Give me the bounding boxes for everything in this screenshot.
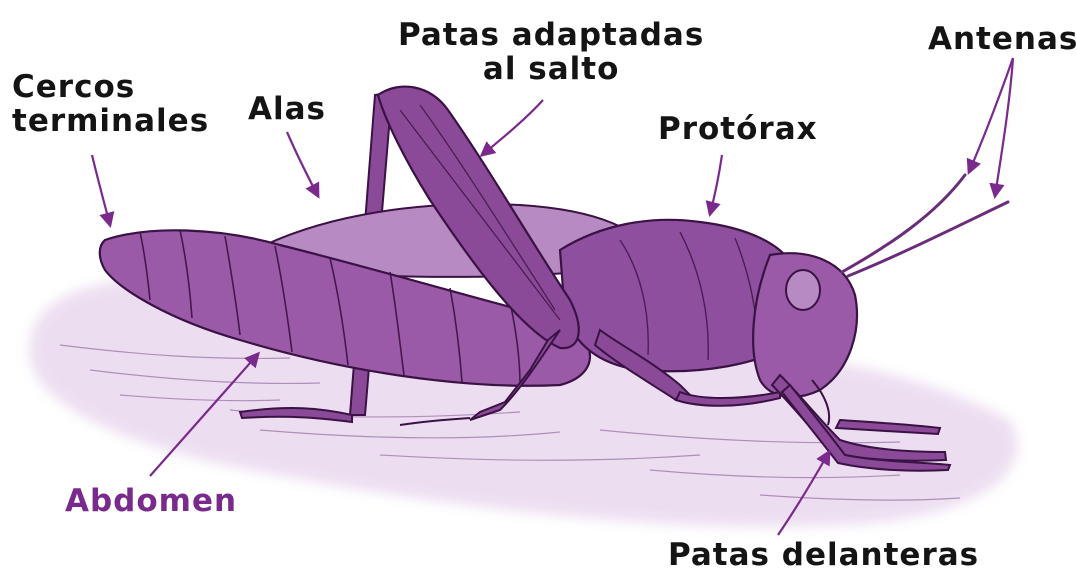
label-antenas: Antenas [928, 22, 1077, 56]
arrow-cercos [92, 155, 110, 225]
label-patas-adaptadas-al-salto: Patas adaptadas al salto [398, 18, 704, 86]
arrow-protorax [710, 155, 722, 214]
antennae-shape [842, 175, 1008, 276]
arrow-patas-salto [482, 100, 543, 155]
label-patas-delanteras: Patas delanteras [668, 538, 979, 572]
label-abdomen: Abdomen [65, 484, 237, 518]
label-cercos-terminales: Cercos terminales [12, 70, 209, 138]
label-protorax: Protórax [658, 112, 818, 146]
arrow-antenas-2 [995, 58, 1013, 196]
arrow-alas [287, 132, 318, 196]
label-alas: Alas [248, 92, 326, 126]
